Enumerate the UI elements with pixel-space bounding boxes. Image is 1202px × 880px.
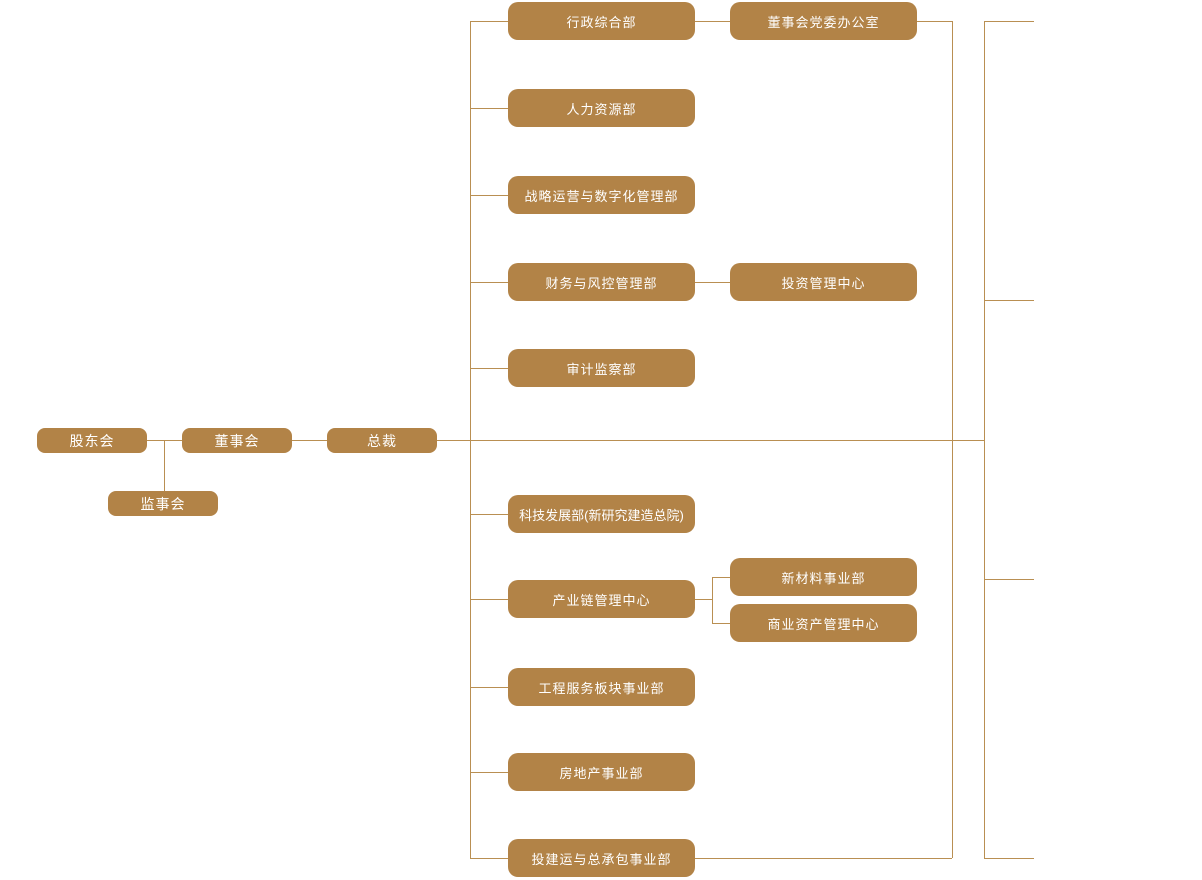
connector-down-supervisory: [164, 440, 165, 491]
node-hr-label: 人力资源部: [566, 101, 637, 117]
connector-president-trunk: [437, 440, 984, 441]
connector-junction-commercial-assets: [712, 623, 730, 624]
right-stub-1: [984, 21, 1034, 22]
stub-finance: [470, 282, 508, 283]
stub-industry-chain: [470, 599, 508, 600]
node-new-materials-label: 新材料事业部: [781, 570, 866, 586]
connector-party-office-spine: [917, 21, 952, 22]
connector-industry-chain-junction: [695, 599, 712, 600]
right-stub-3: [984, 579, 1034, 580]
node-real-estate: 房地产事业部: [508, 753, 695, 791]
node-president: 总裁: [327, 428, 437, 453]
node-admin-label: 行政综合部: [566, 14, 637, 30]
node-audit: 审计监察部: [508, 349, 695, 387]
left-department-spine: [470, 21, 471, 858]
node-industry-chain: 产业链管理中心: [508, 580, 695, 618]
node-hr: 人力资源部: [508, 89, 695, 127]
right-spine-outer: [984, 21, 985, 858]
node-admin: 行政综合部: [508, 2, 695, 40]
node-engineering-label: 工程服务板块事业部: [538, 680, 665, 696]
node-invest-build-epc: 投建运与总承包事业部: [508, 839, 695, 877]
stub-admin: [470, 21, 508, 22]
node-finance-label: 财务与风控管理部: [545, 275, 658, 291]
node-commercial-assets: 商业资产管理中心: [730, 604, 917, 642]
stub-invest-build-epc: [470, 858, 508, 859]
connector-junction-new-materials: [712, 577, 730, 578]
node-invest-build-epc-label: 投建运与总承包事业部: [531, 851, 672, 867]
connector-finance-investment: [695, 282, 730, 283]
node-strategy: 战略运营与数字化管理部: [508, 176, 695, 214]
stub-tech: [470, 514, 508, 515]
right-stub-4: [984, 858, 1034, 859]
stub-audit: [470, 368, 508, 369]
node-supervisory: 监事会: [108, 491, 218, 516]
node-board: 董事会: [182, 428, 292, 453]
node-investment-label: 投资管理中心: [781, 275, 866, 291]
node-tech-label: 科技发展部(新研究建造总院): [519, 507, 684, 523]
connector-admin-party-office: [695, 21, 730, 22]
node-commercial-assets-label: 商业资产管理中心: [767, 616, 880, 632]
stub-strategy: [470, 195, 508, 196]
node-president-label: 总裁: [367, 432, 397, 449]
stub-engineering: [470, 687, 508, 688]
node-party-office-label: 董事会党委办公室: [767, 14, 880, 30]
right-spine-inner: [952, 21, 953, 858]
node-new-materials: 新材料事业部: [730, 558, 917, 596]
node-tech: 科技发展部(新研究建造总院): [508, 495, 695, 533]
connector-board-president: [292, 440, 327, 441]
node-audit-label: 审计监察部: [566, 361, 637, 377]
node-real-estate-label: 房地产事业部: [559, 765, 644, 781]
node-finance: 财务与风控管理部: [508, 263, 695, 301]
right-stub-2: [984, 300, 1034, 301]
stub-real-estate: [470, 772, 508, 773]
node-shareholders: 股东会: [37, 428, 147, 453]
junction-industry-chain-children: [712, 577, 713, 623]
node-strategy-label: 战略运营与数字化管理部: [524, 188, 679, 204]
node-industry-chain-label: 产业链管理中心: [552, 592, 651, 608]
node-engineering: 工程服务板块事业部: [508, 668, 695, 706]
node-shareholders-label: 股东会: [69, 432, 115, 449]
node-investment: 投资管理中心: [730, 263, 917, 301]
node-supervisory-label: 监事会: [140, 495, 186, 512]
node-board-label: 董事会: [214, 432, 260, 449]
connector-invest-build-epc-spine: [695, 858, 952, 859]
stub-hr: [470, 108, 508, 109]
node-party-office: 董事会党委办公室: [730, 2, 917, 40]
